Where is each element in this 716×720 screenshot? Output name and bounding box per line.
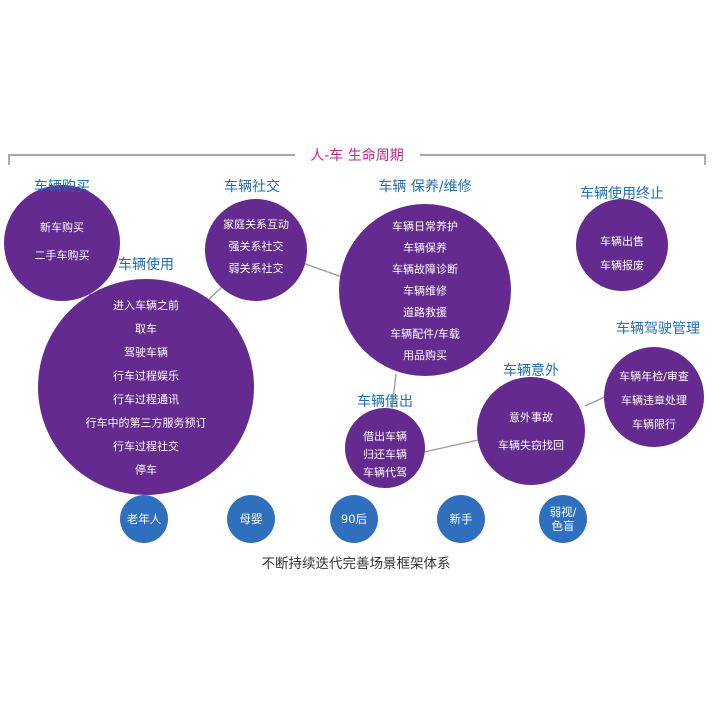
category-item: 归还车辆 (363, 447, 407, 461)
category-item: 车辆违章处理 (621, 393, 687, 407)
footer-caption: 不断持续迭代完善场景框架体系 (262, 556, 451, 572)
category-item: 新车购买 (40, 220, 84, 234)
category-bubble (339, 204, 511, 376)
category-item: 停车 (135, 463, 157, 477)
audience-label: 90后 (341, 512, 367, 526)
category-item: 车辆限行 (632, 417, 676, 431)
category-label: 车辆意外 (503, 362, 559, 379)
connector-maintenance-lend (391, 373, 397, 409)
category-label: 车辆 保养/维修 (378, 178, 471, 195)
audience-label: 新手 (450, 512, 473, 526)
category-item: 取车 (135, 322, 157, 336)
category-item: 车辆年检/审查 (619, 369, 689, 383)
category-item: 驾驶车辆 (124, 345, 168, 359)
audience-circle (227, 495, 275, 543)
category-maintenance: 车辆 保养/维修车辆日常养护车辆保养车辆故障诊断车辆维修道路救援车辆配件/车载用… (339, 178, 511, 376)
category-usage: 车辆使用进入车辆之前取车驾驶车辆行车过程娱乐行车过程通讯行车中的第三方服务预订行… (38, 256, 254, 495)
audience-circle (539, 495, 587, 543)
audience-label: 弱视/ (550, 505, 577, 519)
category-bubble (576, 199, 668, 291)
audience-label: 母婴 (240, 512, 263, 526)
audience-label: 老年人 (127, 512, 162, 526)
connector-lend-accident (423, 439, 479, 453)
category-item: 车辆报废 (600, 258, 644, 272)
audience-circle (120, 495, 168, 543)
category-label: 车辆驾驶管理 (616, 320, 700, 337)
connector-accident-driving_mgmt (584, 395, 608, 407)
category-item: 行车中的第三方服务预订 (86, 416, 207, 430)
audience-bubble: 母婴 (227, 495, 275, 543)
category-item: 进入车辆之前 (113, 298, 179, 312)
lifecycle-title: 人-车 生命周期 (310, 147, 404, 164)
audience-circle (437, 495, 485, 543)
category-item: 车辆出售 (600, 234, 644, 248)
lifecycle-bracket (8, 154, 706, 165)
audience-bubble: 90后 (330, 495, 378, 543)
category-bubble (604, 347, 704, 447)
audience-bubble: 新手 (437, 495, 485, 543)
category-label: 车辆社交 (224, 178, 280, 195)
audience-label: 色盲 (552, 519, 575, 533)
audience-bubble: 弱视/色盲 (539, 495, 587, 543)
category-item: 车辆日常养护 (392, 219, 458, 233)
category-item: 车辆配件/车载 (390, 327, 460, 341)
category-item: 意外事故 (509, 410, 553, 424)
category-item: 家庭关系互动 (223, 217, 289, 231)
category-bubble (38, 279, 254, 495)
category-label: 车辆使用 (118, 256, 174, 273)
category-item: 用品购买 (403, 348, 447, 362)
category-item: 车辆故障诊断 (392, 262, 458, 276)
category-item: 车辆维修 (403, 284, 447, 298)
audience-bubble: 老年人 (120, 495, 168, 543)
connector-usage-social (207, 286, 223, 301)
category-item: 车辆失窃找回 (498, 438, 564, 452)
category-item: 强关系社交 (229, 239, 284, 253)
category-item: 车辆保养 (403, 241, 447, 255)
category-label: 车辆借出 (357, 393, 413, 410)
category-label: 车辆购买 (34, 178, 90, 195)
category-bubble (4, 185, 120, 301)
connector-social-maintenance (299, 261, 343, 278)
category-item: 借出车辆 (363, 429, 407, 443)
category-item: 道路救援 (403, 305, 447, 319)
category-bubble (345, 408, 425, 488)
audience-circle (330, 495, 378, 543)
category-item: 车辆代驾 (363, 465, 407, 479)
category-label: 车辆使用终止 (580, 185, 664, 202)
category-item: 行车过程社交 (113, 439, 179, 453)
category-bubble (477, 377, 585, 485)
category-bubble (205, 199, 307, 301)
category-item: 弱关系社交 (229, 261, 284, 275)
category-item: 行车过程娱乐 (113, 369, 179, 383)
category-item: 二手车购买 (35, 248, 90, 262)
category-item: 行车过程通讯 (113, 392, 179, 406)
